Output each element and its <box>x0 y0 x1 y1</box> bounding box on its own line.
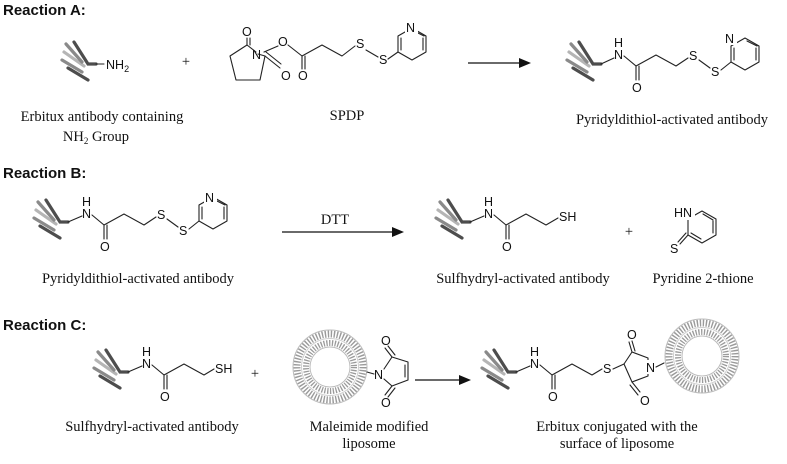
prod-a-s1: S <box>689 49 697 63</box>
prod-a-o: O <box>632 81 642 95</box>
react-c-sh: SH <box>215 362 232 376</box>
react-c-h: H <box>142 345 151 359</box>
spdp-s1: S <box>356 37 364 51</box>
maleimide-o-top: O <box>381 334 391 348</box>
sulfhydryl-antibody-c: N H O SH <box>92 345 232 404</box>
dtt-label: DTT <box>321 212 349 228</box>
spdp-caption: SPDP <box>330 108 365 124</box>
spdp-carbonyl-o: O <box>298 69 308 83</box>
spdp-o-link: O <box>278 35 288 49</box>
prod-a-h: H <box>614 36 623 50</box>
prod-b-n: N <box>484 207 493 221</box>
reaction-c-heading: Reaction C: <box>3 317 86 334</box>
reaction-b-arrowhead <box>392 227 404 237</box>
prod-a-n: N <box>614 48 623 62</box>
react-b-o: O <box>100 240 110 254</box>
spdp-o-top: O <box>242 25 252 39</box>
reaction-a-plus: + <box>182 54 190 70</box>
pyridyldithiol-antibody-b: N H O S S N <box>32 190 228 254</box>
liposome-caption-line1: Maleimide modified <box>310 419 430 435</box>
spdp-s2: S <box>379 53 387 67</box>
react-c-n: N <box>142 357 151 371</box>
product-b-caption: Sulfhydryl-activated antibody <box>436 271 610 287</box>
pyridine-2-thione: HN S <box>670 205 717 256</box>
spdp-ring-n: N <box>252 48 261 62</box>
thione-s: S <box>670 242 678 256</box>
react-c-o: O <box>160 390 170 404</box>
reaction-c-arrowhead <box>459 375 471 385</box>
product-c-caption-line1: Erbitux conjugated with the <box>536 419 697 435</box>
maleimide-n: N <box>374 368 383 382</box>
reaction-b-heading: Reaction B: <box>3 165 86 182</box>
antibody-caption-line1: Erbitux antibody containing <box>21 109 184 125</box>
nh2-label: NH2 <box>106 58 129 74</box>
liposome-caption-line2: liposome <box>342 436 395 452</box>
react-b-s2: S <box>179 224 187 238</box>
reactant-b-caption: Pyridyldithiol-activated antibody <box>42 271 235 287</box>
erbitux-antibody-nh2: NH2 <box>60 40 129 82</box>
reaction-a-heading: Reaction A: <box>3 2 86 19</box>
prod-a-s2: S <box>711 65 719 79</box>
react-b-n: N <box>82 207 91 221</box>
prod-b-sh: SH <box>559 210 576 224</box>
prod-b-h: H <box>484 195 493 209</box>
antibody-caption-line2: NH2 Group <box>63 129 129 146</box>
product-a-caption: Pyridyldithiol-activated antibody <box>576 112 769 128</box>
product-c-caption-line2: surface of liposome <box>560 436 674 452</box>
spdp-structure: N O O O O S S N <box>229 20 427 83</box>
reaction-a-arrowhead <box>519 58 531 68</box>
prod-b-o: O <box>502 240 512 254</box>
maleimide-liposome: N O O <box>293 330 409 410</box>
erbitux-liposome-conjugate: N H O S O O N <box>480 319 739 408</box>
reaction-c-plus: + <box>251 366 259 382</box>
spdp-o-bottom: O <box>281 69 291 83</box>
prod-c-h: H <box>530 345 539 359</box>
reaction-b-plus: + <box>625 224 633 240</box>
prod-c-o: O <box>548 390 558 404</box>
react-b-h: H <box>82 195 91 209</box>
byproduct-b-caption: Pyridine 2-thione <box>652 271 753 287</box>
react-b-pyridine-n: N <box>205 191 214 205</box>
reactant-c-caption: Sulfhydryl-activated antibody <box>65 419 239 435</box>
spdp-pyridine-n: N <box>406 21 415 35</box>
prod-c-n: N <box>530 357 539 371</box>
sulfhydryl-antibody-b: N H O SH <box>434 195 576 254</box>
thione-hn: HN <box>674 206 692 220</box>
prod-c-o-bottom: O <box>640 394 650 408</box>
pyridyldithiol-antibody-a: N H O S S N <box>565 31 760 95</box>
prod-c-s: S <box>603 362 611 376</box>
maleimide-o-bottom: O <box>381 396 391 410</box>
prod-c-ring-n: N <box>646 361 655 375</box>
prod-a-pyridine-n: N <box>725 32 734 46</box>
react-b-s1: S <box>157 208 165 222</box>
prod-c-o-top: O <box>627 328 637 342</box>
